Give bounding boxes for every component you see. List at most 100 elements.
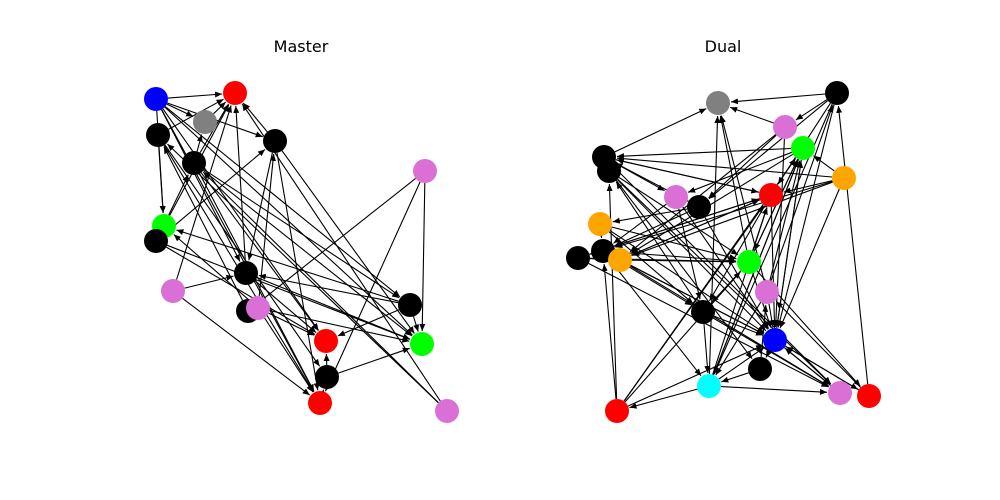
- master-node-m18: [435, 399, 459, 423]
- master-edge-m12-m15: [269, 310, 410, 343]
- master-edge-m9-m14: [254, 280, 317, 334]
- master-edge-m2-m7: [158, 146, 166, 214]
- dual-edge-d5-d18: [615, 180, 753, 360]
- master-edge-m8-m15: [167, 244, 411, 340]
- master-edge-m0-m9: [161, 109, 241, 262]
- master-node-m0: [144, 87, 168, 111]
- master-edge-m16-m15: [338, 347, 410, 374]
- dual-node-d19: [697, 374, 721, 398]
- dual-edge-d10-d14: [611, 226, 737, 260]
- master-edge-m4-m14: [200, 172, 319, 331]
- master-node-m14: [314, 329, 338, 353]
- dual-node-d5: [597, 159, 621, 183]
- dual-node-d22: [605, 399, 629, 423]
- dual-edge-d3-d7: [687, 151, 792, 193]
- master-node-m10: [161, 279, 185, 303]
- dual-edge-d3-d4: [616, 147, 792, 160]
- master-node-m8: [144, 229, 168, 253]
- master-node-m15: [410, 332, 434, 356]
- dual-edge-d19-d22: [629, 388, 698, 409]
- dual-edge-d6-d3: [813, 155, 835, 172]
- dual-nodes: [566, 81, 881, 423]
- master-node-m17: [308, 391, 332, 415]
- master-edge-m13-m15: [412, 316, 419, 332]
- dual-edge-d4-d7: [614, 162, 665, 192]
- master-node-m12: [246, 296, 270, 320]
- master-edge-m12-m17: [264, 317, 314, 393]
- dual-node-d1: [825, 81, 849, 105]
- dual-edge-d15-d17: [768, 303, 775, 328]
- dual-edge-d13-d17: [630, 265, 764, 335]
- master-edge-m11-m2: [163, 146, 243, 301]
- dual-edge-d6-d12: [615, 180, 833, 249]
- dual-edge-d2-d13: [629, 134, 777, 253]
- dual-edge-d18-d19: [721, 372, 749, 383]
- dual-edge-d15-d0: [720, 115, 765, 281]
- master-edge-m13-m7: [176, 229, 399, 302]
- master-panel: Master: [144, 37, 459, 423]
- master-node-m4: [182, 151, 206, 175]
- dual-node-d7: [664, 185, 688, 209]
- dual-node-d3: [791, 136, 815, 160]
- dual-edge-d19-d0: [708, 115, 721, 375]
- master-node-m9: [234, 261, 258, 285]
- dual-edge-d16-d19: [703, 323, 711, 374]
- master-edge-m17-m16: [318, 389, 325, 398]
- dual-node-d11: [566, 246, 590, 270]
- dual-edge-d4-d0: [614, 108, 707, 153]
- dual-node-d21: [857, 384, 881, 408]
- dual-edge-d19-d20: [720, 386, 828, 395]
- dual-node-d9: [759, 183, 783, 207]
- dual-edge-d13-d14: [631, 258, 737, 265]
- dual-edge-d16-d20: [713, 317, 830, 387]
- dual-edge-d17-d18: [765, 349, 772, 358]
- master-node-m16: [315, 365, 339, 389]
- dual-edge-d1-d0: [730, 93, 826, 105]
- master-edge-m4-m3: [196, 134, 203, 152]
- dual-node-d10: [588, 212, 612, 236]
- master-edge-m8-m14: [166, 246, 316, 335]
- dual-edge-d21-d17: [785, 346, 859, 391]
- dual-node-d0: [706, 91, 730, 115]
- master-node-m1: [223, 81, 247, 105]
- master-edge-m18-m2: [167, 143, 439, 404]
- master-edge-m0-m13: [164, 106, 401, 298]
- dual-edge-d12-d19: [609, 260, 702, 377]
- dual-title: Dual: [705, 37, 742, 56]
- master-node-m2: [146, 123, 170, 147]
- dual-node-d6: [832, 166, 856, 190]
- dual-node-d17: [763, 328, 787, 352]
- dual-edge-d6-d17: [779, 188, 840, 329]
- dual-edge-d10-d17: [609, 230, 765, 334]
- dual-node-d15: [755, 280, 779, 304]
- dual-edge-d1-d2: [795, 99, 828, 121]
- dual-node-d20: [828, 381, 852, 405]
- dual-node-d16: [691, 300, 715, 324]
- master-edge-m10-m9: [184, 274, 234, 289]
- master-edge-m5-m15: [281, 150, 415, 334]
- master-edge-m12-m5: [258, 153, 276, 297]
- dual-edge-d19-d17: [718, 346, 765, 380]
- dual-edge-d2-d8: [708, 134, 777, 199]
- dual-node-d18: [748, 357, 772, 381]
- dual-edge-d15-d1: [770, 105, 834, 281]
- master-node-m3: [193, 110, 217, 134]
- dual-edge-d6-d13: [632, 181, 833, 257]
- dual-edge-d17-d3: [776, 160, 804, 329]
- master-edge-m18-m1: [241, 103, 441, 402]
- dual-node-d2: [773, 115, 797, 139]
- dual-edge-d6-d9: [783, 180, 833, 194]
- master-edge-m0-m1: [167, 91, 223, 99]
- master-edge-m10-m1: [176, 105, 232, 280]
- master-node-m6: [413, 159, 437, 183]
- dual-edge-d4-d20: [612, 165, 832, 385]
- master-edge-m9-m1: [233, 105, 246, 262]
- dual-edge-d16-d5: [615, 181, 697, 303]
- master-edge-m4-m15: [203, 170, 413, 337]
- master-edge-m0-m17: [161, 109, 315, 392]
- master-edge-m18-m4: [202, 171, 439, 403]
- master-nodes: [144, 81, 459, 423]
- dual-edge-d22-d17: [627, 344, 764, 407]
- master-edge-m10-m17: [182, 297, 311, 396]
